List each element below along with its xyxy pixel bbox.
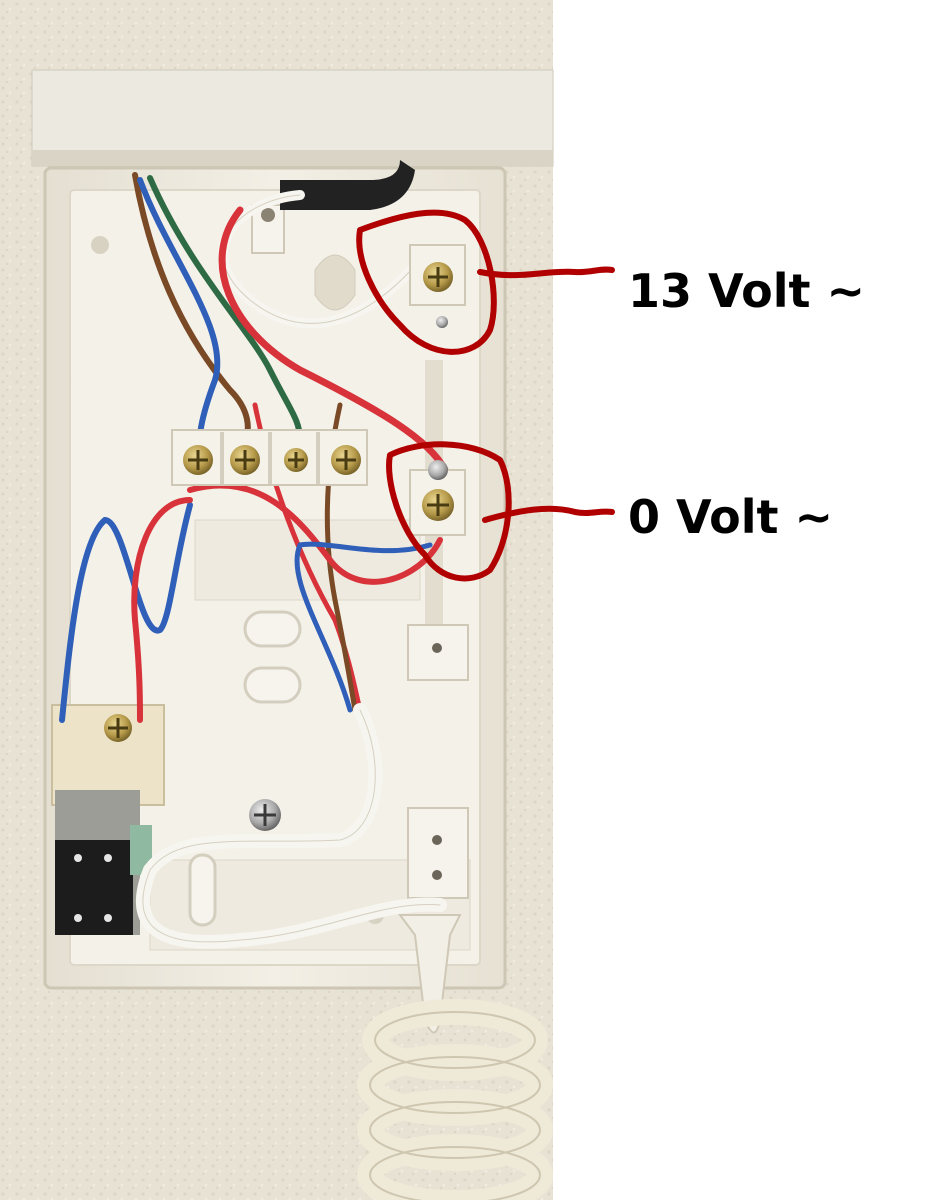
socket-block [407, 807, 469, 899]
wire-blue [294, 542, 353, 713]
cable-grommet [280, 160, 415, 210]
slot-hole [243, 666, 302, 704]
wire-red [218, 206, 449, 474]
terminal-block-icon [409, 469, 466, 536]
annotation-circle-13v [356, 209, 497, 355]
wire-brown [132, 172, 251, 443]
slot-hole [243, 610, 302, 648]
screw-icon [428, 460, 448, 480]
wire-blue [297, 541, 433, 554]
wire-red [187, 482, 443, 585]
annotation-arrow-0v [482, 505, 615, 523]
label-13-volt: 13 Volt ~ [628, 264, 866, 318]
annotation-circle-0v [386, 441, 512, 582]
label-0-volt: 0 Volt ~ [628, 490, 834, 544]
terminal-strip [171, 429, 368, 486]
annotation-arrow-13v [477, 266, 615, 279]
mounting-hole [91, 236, 109, 254]
wire-green [147, 175, 303, 443]
wire-blue [59, 502, 193, 723]
wire-red [131, 497, 193, 723]
annotation-marks [356, 209, 615, 582]
